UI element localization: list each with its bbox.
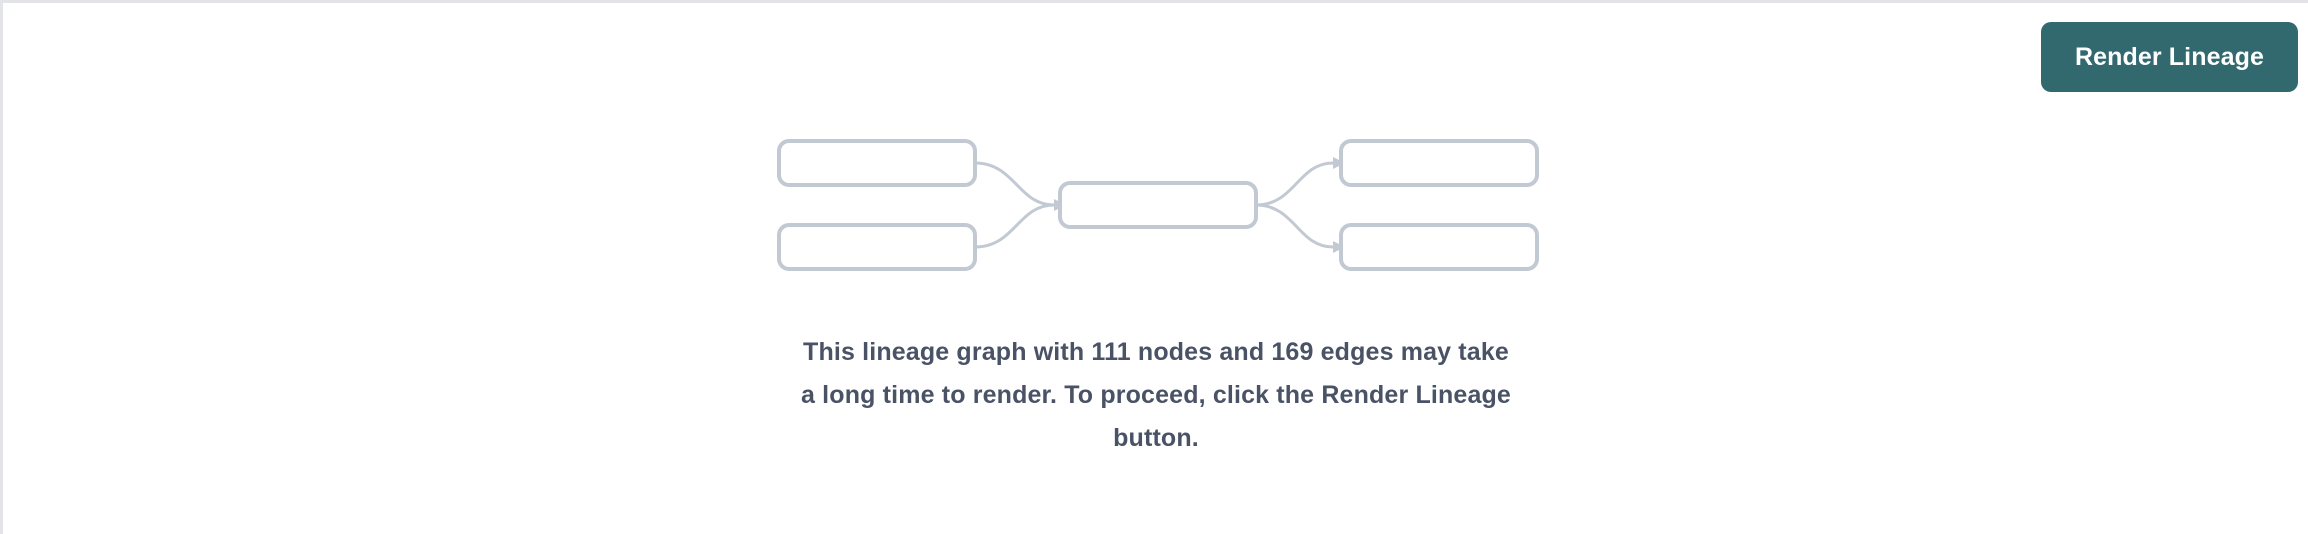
arrowhead-left-top-to-center: [1054, 199, 1066, 211]
lineage-node-left-top: [777, 139, 977, 187]
edge-left-top-to-center: [974, 161, 1055, 207]
lineage-node-left-bottom: [777, 223, 977, 271]
lineage-node-right-bottom: [1339, 223, 1539, 271]
lineage-warning-line-2: a long time to render. To proceed, click…: [801, 381, 1511, 409]
lineage-node-right-top: [1339, 139, 1539, 187]
lineage-warning-line-1: This lineage graph with 111 nodes and 16…: [803, 338, 1509, 366]
edge-left-bottom-to-center: [974, 203, 1055, 249]
edge-center-to-right-bottom: [1255, 203, 1334, 249]
arrowhead-center-to-right-top: [1333, 157, 1345, 169]
lineage-warning-message: This lineage graph with 111 nodes and 16…: [756, 331, 1556, 460]
arrowhead-center-to-right-bottom: [1333, 241, 1345, 253]
render-lineage-button[interactable]: Render Lineage: [2041, 22, 2298, 92]
lineage-warning-line-3: button.: [1113, 424, 1199, 452]
lineage-graph-svg: [777, 139, 1539, 271]
lineage-node-center: [1058, 181, 1258, 229]
edge-center-to-right-top: [1255, 161, 1334, 207]
